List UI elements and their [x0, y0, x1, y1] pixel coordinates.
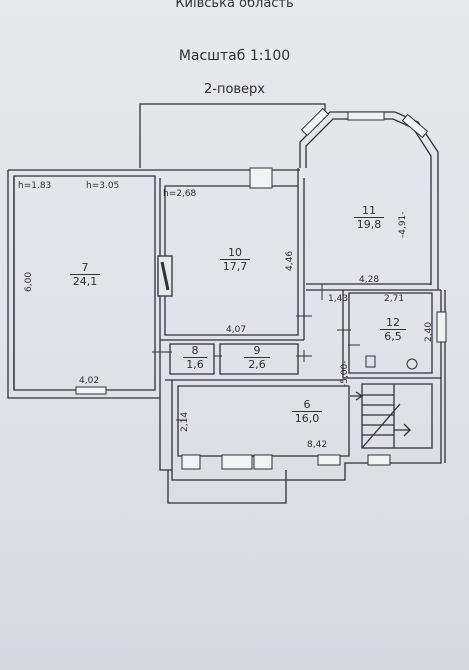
toilet-fixture: [365, 355, 376, 368]
dim-corridor-width: 1,43: [328, 294, 349, 304]
dim-room-7-width: 4,02: [79, 376, 100, 386]
floor-label: 2-поверх: [203, 82, 266, 97]
room-11-outer-wall: [299, 111, 439, 290]
room-6: 6 16,0: [292, 398, 322, 425]
stairs-outline: [361, 383, 433, 449]
balcony-bottom-outline: [167, 470, 287, 504]
dim-room-10-width: 4,07: [226, 325, 247, 335]
window-room-6-right: [253, 454, 273, 470]
dim-room-6-width: 8,42: [307, 440, 328, 450]
window-room-6-mid: [221, 454, 253, 470]
room-9-walls: [219, 343, 299, 375]
window-bay-center: [347, 111, 385, 121]
room-8-area: 1,6: [186, 358, 204, 371]
window-room-7: [75, 386, 107, 395]
dim-room-7-height: 6,00: [24, 271, 34, 292]
room-6-walls: [177, 385, 350, 457]
window-bay-right: [401, 113, 429, 139]
dim-room-11-height: -4,91-: [398, 211, 408, 238]
window-room-10: [249, 167, 273, 189]
window-stairs: [367, 454, 391, 466]
room-9-area: 2,6: [248, 358, 266, 371]
room-7-number: 7: [70, 261, 100, 275]
scale-label: Масштаб 1:100: [178, 48, 291, 64]
room-11: 11 19,8: [354, 204, 384, 231]
room-7-area: 24,1: [72, 275, 98, 288]
region-heading: Київська область: [175, 0, 294, 11]
window-bay-left: [300, 107, 330, 137]
room-11-inner-wall: [305, 118, 432, 285]
height-label-room-7-high: h=3.05: [86, 181, 120, 191]
window-room-6-center: [317, 454, 341, 466]
dim-room-10-height: 4,46: [285, 250, 295, 271]
room-9-number: 9: [244, 344, 270, 358]
room-12-number: 12: [380, 316, 406, 330]
room-12: 12 6,5: [380, 316, 406, 343]
dim-room-6-height: 2,14: [180, 411, 190, 432]
room-8-walls: [169, 343, 215, 375]
room-9: 9 2,6: [244, 344, 270, 371]
room-10-area: 17,7: [222, 260, 248, 273]
room-12-walls: [348, 292, 433, 374]
room-6-number: 6: [292, 398, 322, 412]
room-10-number: 10: [220, 246, 250, 260]
room-10: 10 17,7: [220, 246, 250, 273]
height-label-room-10: h=2,68: [163, 189, 197, 199]
window-room-6-left: [181, 454, 201, 470]
room-6-area: 16,0: [294, 412, 320, 425]
dim-room-12-width: 2,71: [384, 294, 405, 304]
room-11-area: 19,8: [356, 218, 382, 231]
dim-room-11-width: 4,28: [359, 275, 380, 285]
sink-fixture: [406, 358, 418, 370]
dim-room-12-height: 2,40: [424, 321, 434, 342]
room-11-number: 11: [354, 204, 384, 218]
balcony-top-outline: [139, 103, 326, 168]
room-8: 8 1,6: [183, 344, 207, 371]
room-12-area: 6,5: [384, 330, 402, 343]
dim-hall-height: -5,00-: [340, 360, 350, 387]
room-7: 7 24,1: [70, 261, 100, 288]
height-label-room-7-low: h=1.83: [18, 181, 52, 191]
window-room-12: [436, 311, 447, 343]
room-8-number: 8: [183, 344, 207, 358]
